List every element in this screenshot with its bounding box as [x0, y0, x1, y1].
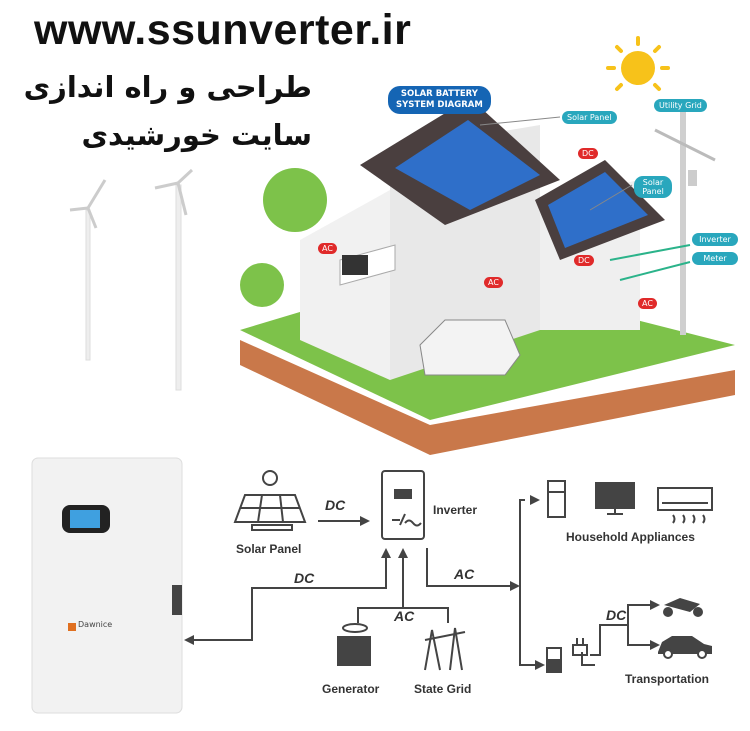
persian-headline-2: سایت خورشیدی	[81, 118, 312, 152]
solar-panel-icon	[233, 470, 307, 531]
battery-charger-icon	[546, 638, 588, 673]
persian-headline-1: طراحی و راه اندازی	[23, 70, 312, 104]
wind-turbine-icon	[69, 168, 194, 391]
generator-icon	[337, 623, 371, 666]
label-inverter: Inverter	[692, 233, 738, 246]
edge-label-dc: DC	[294, 570, 315, 586]
badge-ac: AC	[484, 277, 503, 288]
edge-label-ac: AC	[394, 608, 415, 624]
badge-ac: AC	[638, 298, 657, 309]
badge-ac: AC	[318, 243, 337, 254]
sun-icon	[606, 36, 670, 91]
flow-lines	[190, 499, 652, 666]
edge-label-ac: AC	[454, 566, 475, 582]
node-state-grid: State Grid	[414, 682, 472, 696]
air-conditioner-icon	[657, 487, 713, 524]
edge-label-dc: DC	[325, 497, 346, 513]
power-tower-icon	[424, 627, 466, 671]
car-icon	[658, 636, 712, 659]
node-transportation: Transportation	[625, 672, 710, 686]
node-inverter: Inverter	[433, 503, 478, 517]
system-diagram-title: SOLAR BATTERY SYSTEM DIAGRAM	[388, 86, 491, 114]
edge-label-dc: DC	[606, 607, 627, 623]
label-solar-panel-2: Solar Panel	[634, 176, 672, 198]
title-line-2: SYSTEM DIAGRAM	[396, 100, 483, 110]
fridge-icon	[547, 480, 566, 518]
battery-unit-illustration	[31, 457, 183, 714]
battery-brand: Dawnice	[78, 620, 113, 629]
tv-icon	[595, 482, 635, 515]
motorcycle-icon	[663, 598, 703, 617]
node-solar-panel: Solar Panel	[236, 542, 302, 556]
site-url: www.ssunverter.ir	[34, 6, 412, 54]
node-generator: Generator	[322, 682, 380, 696]
inverter-icon	[381, 470, 425, 540]
node-household-appliances: Household Appliances	[566, 530, 695, 544]
badge-dc: DC	[578, 148, 598, 159]
label-utility-grid: Utility Grid	[654, 99, 707, 112]
badge-dc: DC	[574, 255, 594, 266]
title-line-1: SOLAR BATTERY	[400, 89, 478, 99]
flow-arrowheads	[184, 495, 660, 670]
label-solar-panel: Solar Panel	[562, 111, 617, 124]
label-meter: Meter	[692, 252, 738, 265]
